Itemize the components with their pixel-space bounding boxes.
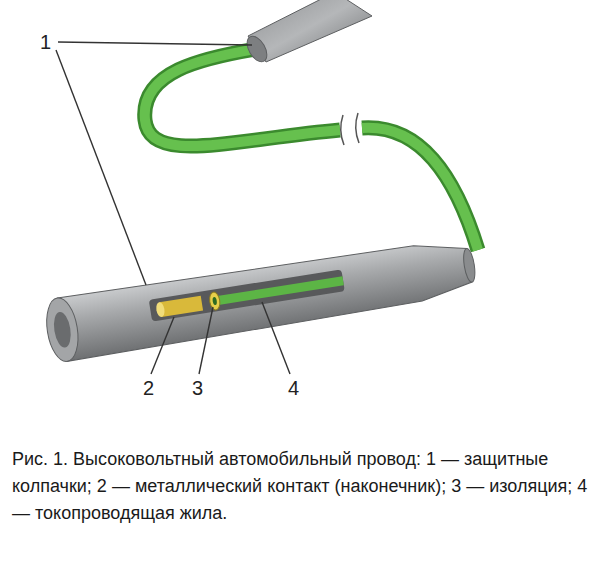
wire-outline (362, 128, 478, 250)
wire-core (362, 128, 478, 250)
wire-core (145, 48, 340, 146)
cap-end (243, 33, 271, 65)
cap-mouth (43, 296, 83, 364)
contact-end (155, 302, 165, 318)
leader-line (58, 42, 252, 45)
break-mark (341, 115, 344, 145)
callout-number: 4 (288, 378, 299, 398)
figure-caption: Рис. 1. Высоковольтный автомобильный про… (12, 446, 588, 527)
cap-body (57, 234, 474, 362)
callout-number: 1 (40, 32, 51, 52)
leader-line (262, 302, 290, 374)
cutaway-window (149, 269, 345, 321)
lower-cap (43, 233, 480, 364)
callout-number: 2 (143, 378, 154, 398)
break-mark (356, 113, 359, 143)
cap-end (462, 248, 477, 283)
callout-number: 3 (192, 378, 203, 398)
cap-hole (52, 311, 73, 349)
green-wire (145, 48, 478, 250)
insulation (208, 291, 221, 310)
leader-line (56, 50, 146, 285)
leader-line (199, 307, 213, 374)
wire-illustration (0, 0, 600, 440)
leader-lines (56, 42, 290, 374)
wire-outline (145, 48, 340, 146)
leader-line (151, 317, 174, 374)
core-end (212, 297, 217, 306)
upper-cap (243, 0, 372, 65)
contact (159, 296, 203, 317)
core (214, 276, 344, 305)
